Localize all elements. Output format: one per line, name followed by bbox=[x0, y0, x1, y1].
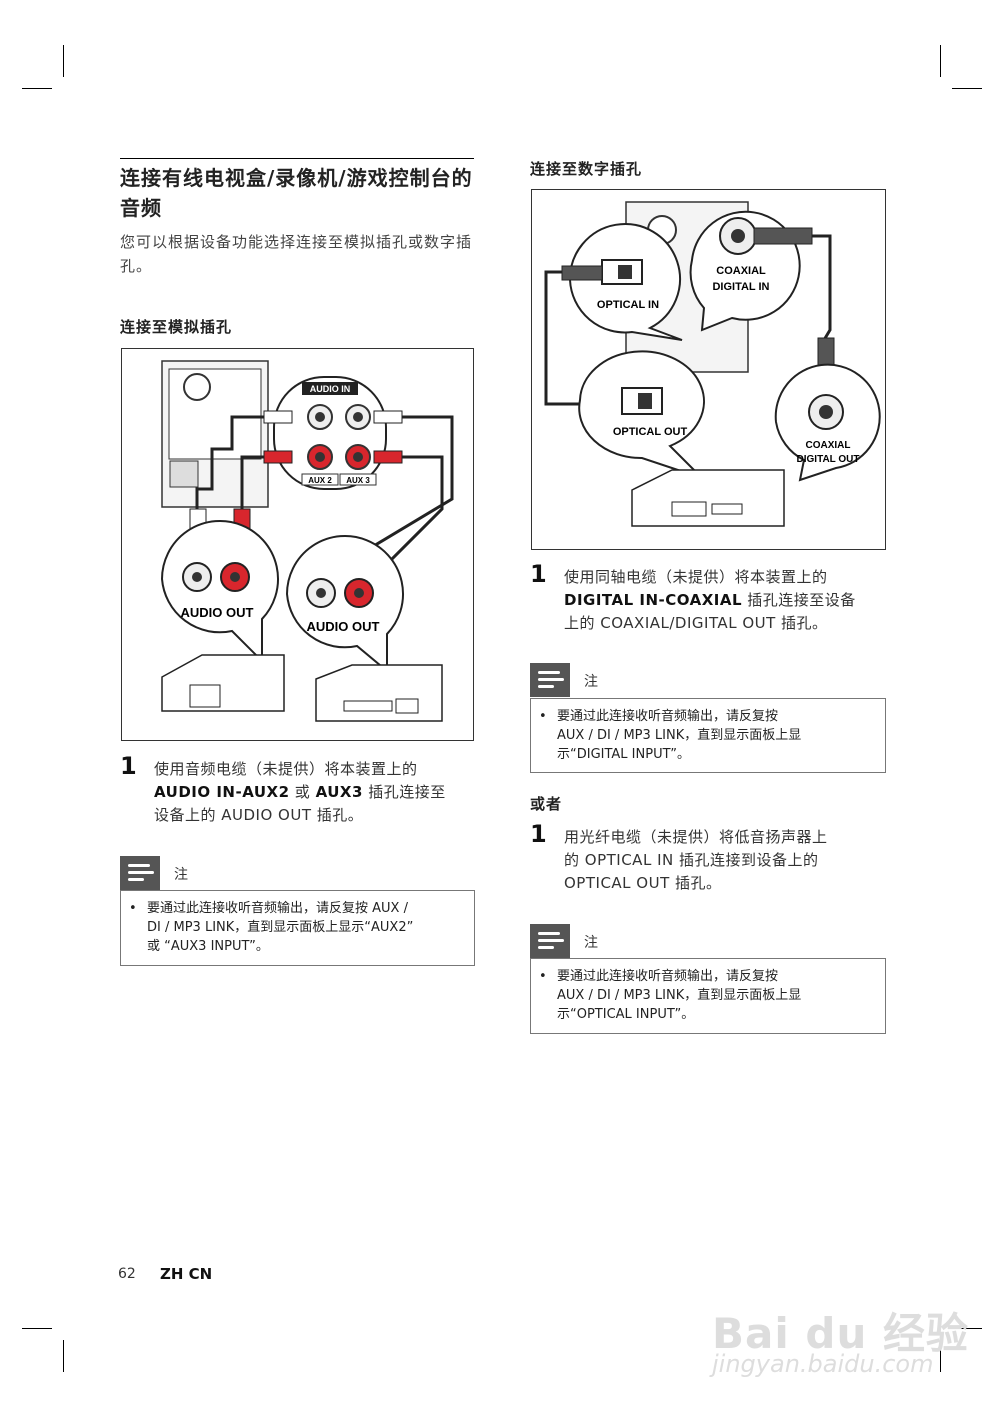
analog-connection-figure: AUDIO IN AUX 2 AUX 3 AUDIO OUT bbox=[121, 348, 474, 741]
note-bullet: • bbox=[129, 901, 137, 916]
note1-box: • 要通过此连接收听音频输出，请反复按 AUX / DI / MP3 LINK，… bbox=[530, 698, 886, 773]
crop-mark bbox=[952, 88, 982, 89]
note2-label: 注 bbox=[584, 935, 598, 951]
intro-text: 您可以根据设备功能选择连接至模拟插孔或数字插孔。 bbox=[120, 233, 473, 275]
section-title: 连接有线电视盒/录像机/游戏控制台的音频 bbox=[120, 158, 474, 223]
note1-bullet: • bbox=[539, 709, 547, 724]
note-line-1: 要通过此连接收听音频输出，请反复按 AUX / bbox=[147, 901, 408, 916]
step1-number: 1 bbox=[530, 560, 548, 588]
page-number: 62 bbox=[118, 1266, 136, 1282]
step2-line-2: 的 OPTICAL IN 插孔连接到设备上的 bbox=[564, 851, 819, 869]
note2-bullet: • bbox=[539, 969, 547, 984]
aux3-jack-ref: AUX3 bbox=[315, 783, 363, 801]
optical-in-label: OPTICAL IN bbox=[597, 299, 659, 311]
aux2-jack-ref: AUDIO IN-AUX2 bbox=[154, 783, 290, 801]
baidu-watermark-url: jingyan.baidu.com bbox=[712, 1350, 934, 1378]
note-icon bbox=[120, 856, 160, 890]
note1-line-2: AUX / DI / MP3 LINK，直到显示面板上显 bbox=[557, 728, 802, 743]
crop-mark bbox=[940, 1340, 941, 1372]
note2-box: • 要通过此连接收听音频输出，请反复按 AUX / DI / MP3 LINK，… bbox=[530, 958, 886, 1034]
step2-line-1: 用光纤电缆（未提供）将低音扬声器上 bbox=[564, 828, 828, 846]
aux2-label: AUX 2 bbox=[308, 476, 332, 485]
step-line-1: 使用音频电缆（未提供）将本装置上的 bbox=[154, 760, 418, 778]
coaxial-out-label-2: DIGITAL OUT bbox=[797, 454, 860, 465]
analog-heading: 连接至模拟插孔 bbox=[120, 318, 233, 336]
note-box: • 要通过此连接收听音频输出，请反复按 AUX / DI / MP3 LINK，… bbox=[120, 890, 475, 966]
step1-line-2-tail: 插孔连接至设备 bbox=[742, 591, 856, 609]
coaxial-in-label-2: DIGITAL IN bbox=[712, 281, 769, 293]
optical-out-label: OPTICAL OUT bbox=[613, 426, 688, 438]
analog-diagram: AUDIO IN AUX 2 AUX 3 AUDIO OUT bbox=[160, 360, 454, 722]
note-line-3: 或 “AUX3 INPUT”。 bbox=[147, 939, 269, 954]
step-line-3: 设备上的 AUDIO OUT 插孔。 bbox=[154, 806, 364, 824]
note2-line-2: AUX / DI / MP3 LINK，直到显示面板上显 bbox=[557, 988, 802, 1003]
audio-in-label: AUDIO IN bbox=[310, 384, 351, 394]
audio-out-label-2: AUDIO OUT bbox=[307, 619, 380, 634]
step-line-2-tail: 插孔连接至 bbox=[362, 783, 446, 801]
digital-connection-figure: OPTICAL IN COAXIAL DIGITAL IN OPTICAL OU… bbox=[531, 189, 886, 550]
step2-number: 1 bbox=[530, 820, 548, 848]
note1-label: 注 bbox=[584, 674, 598, 690]
crop-mark bbox=[63, 45, 64, 77]
aux3-label: AUX 3 bbox=[346, 476, 370, 485]
crop-mark bbox=[63, 1340, 64, 1372]
crop-mark bbox=[22, 88, 52, 89]
note-icon bbox=[530, 924, 570, 958]
note2-header: 注 bbox=[530, 924, 884, 958]
step-or: 或 bbox=[289, 783, 316, 801]
audio-out-label-1: AUDIO OUT bbox=[181, 605, 254, 620]
note-line-2: DI / MP3 LINK，直到显示面板上显示“AUX2” bbox=[147, 920, 414, 935]
step1-line-1: 使用同轴电缆（未提供）将本装置上的 bbox=[564, 568, 828, 586]
coaxial-out-label-1: COAXIAL bbox=[806, 440, 851, 451]
crop-mark bbox=[22, 1328, 52, 1329]
note-icon bbox=[530, 663, 570, 697]
step2-line-3: OPTICAL OUT 插孔。 bbox=[564, 874, 722, 892]
crop-mark bbox=[952, 1328, 982, 1329]
note1-line-1: 要通过此连接收听音频输出，请反复按 bbox=[557, 709, 779, 724]
crop-mark bbox=[940, 45, 941, 77]
note2-line-1: 要通过此连接收听音频输出，请反复按 bbox=[557, 969, 779, 984]
step1-line-3: 上的 COAXIAL/DIGITAL OUT 插孔。 bbox=[564, 614, 828, 632]
note-label: 注 bbox=[174, 867, 188, 883]
step-number: 1 bbox=[120, 752, 138, 780]
note1-line-3: 示“DIGITAL INPUT”。 bbox=[557, 747, 690, 762]
coaxial-jack-ref: DIGITAL IN-COAXIAL bbox=[564, 591, 743, 609]
baidu-watermark: Bai du 经验 bbox=[712, 1309, 969, 1358]
or-heading: 或者 bbox=[530, 795, 563, 813]
note1-header: 注 bbox=[530, 663, 884, 697]
coaxial-in-label-1: COAXIAL bbox=[716, 265, 766, 277]
note-header: 注 bbox=[120, 856, 474, 890]
note2-line-3: 示“OPTICAL INPUT”。 bbox=[557, 1007, 695, 1022]
digital-heading: 连接至数字插孔 bbox=[530, 160, 643, 178]
digital-diagram: OPTICAL IN COAXIAL DIGITAL IN OPTICAL OU… bbox=[544, 201, 881, 527]
language-code: ZH CN bbox=[160, 1265, 213, 1283]
